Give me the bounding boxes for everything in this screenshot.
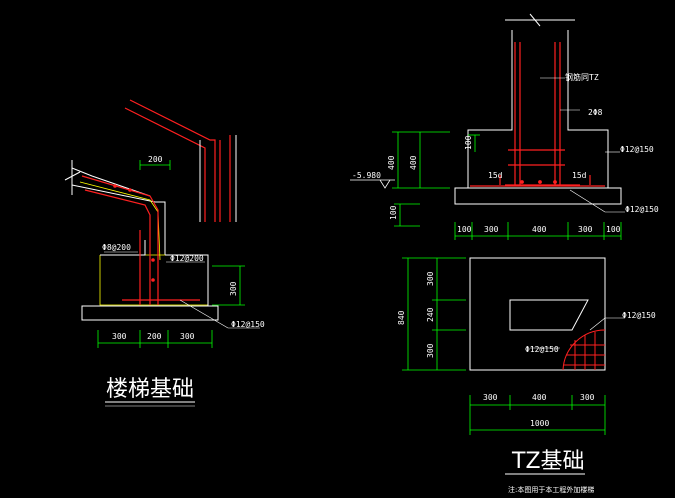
label-stirrup: Φ8@200 [102, 243, 131, 252]
dim-plan-left-total: 840 [397, 310, 406, 325]
plan-column-outline [509, 299, 589, 331]
tz-plan: Φ12@150 Φ12@150 840 300 240 300 300 400 … [397, 257, 656, 494]
title-tz-foundation: TZ基础 [511, 449, 585, 474]
dim-bottom-1: 300 [112, 332, 127, 341]
label-anchor-left: 15d [488, 171, 503, 180]
upper-wall [199, 135, 237, 222]
tz-dimensions [392, 131, 622, 240]
foundation-outline [81, 240, 219, 321]
label-bar-right: Φ12@150 [620, 145, 654, 154]
plan-rebar-grid [562, 329, 606, 371]
dim-b4: 300 [578, 225, 593, 234]
label-bar-bottom: Φ12@150 [231, 320, 265, 329]
left-dimensions [97, 160, 245, 348]
dim-v-400a: 400 [387, 155, 396, 170]
dim-height-right: 300 [229, 281, 238, 296]
rebar-left [81, 99, 231, 305]
label-bar-bottom-tz: Φ12@150 [625, 205, 659, 214]
left-leaders [104, 251, 260, 329]
dim-plan-bottom-3: 300 [580, 393, 595, 402]
label-elevation: -5.980 [352, 171, 381, 180]
dim-top-width: 200 [148, 155, 163, 164]
title-stair-foundation: 楼梯基础 [106, 377, 194, 402]
slab-hatch [79, 181, 209, 306]
dim-v-400b: 400 [409, 155, 418, 170]
elevation-mark [350, 179, 395, 189]
dim-b2: 300 [484, 225, 499, 234]
label-tie: 2Φ8 [588, 108, 603, 117]
dim-b3: 400 [532, 225, 547, 234]
dim-plan-left-3: 300 [426, 343, 435, 358]
note-plan: 注:本图用于本工程外加楼梯 [508, 485, 594, 494]
label-column: 钢筋同TZ [565, 72, 599, 82]
dim-b5: 100 [606, 225, 621, 234]
dim-plan-bottom-total: 1000 [530, 419, 549, 428]
tz-section-outline [454, 13, 622, 205]
dim-plan-bottom-2: 400 [532, 393, 547, 402]
dim-plan-left-1: 300 [426, 271, 435, 286]
plan-leaders [530, 317, 625, 349]
tz-section: 钢筋同TZ 2Φ8 Φ12@150 Φ12@150 15d 15d -5.980 [350, 13, 659, 240]
dim-bottom-3: 300 [180, 332, 195, 341]
label-plan-bar-a: Φ12@150 [622, 311, 656, 320]
label-bar-top: Φ12@200 [170, 254, 204, 263]
plan-outline [469, 257, 606, 371]
plan-dimensions [402, 257, 606, 435]
dim-v-100a: 100 [464, 135, 473, 150]
stair-foundation-detail: 200 300 300 200 300 Φ8@200 Φ12@200 Φ12@1… [64, 99, 265, 407]
dim-plan-left-2: 240 [426, 307, 435, 322]
dim-plan-bottom-1: 300 [483, 393, 498, 402]
tz-rebar [470, 42, 605, 187]
label-anchor-right: 15d [572, 171, 587, 180]
tz-leaders [540, 77, 625, 213]
dim-b1: 100 [457, 225, 472, 234]
label-plan-bar-b: Φ12@150 [525, 345, 559, 354]
dim-v-100b: 100 [389, 205, 398, 220]
dim-bottom-2: 200 [147, 332, 162, 341]
